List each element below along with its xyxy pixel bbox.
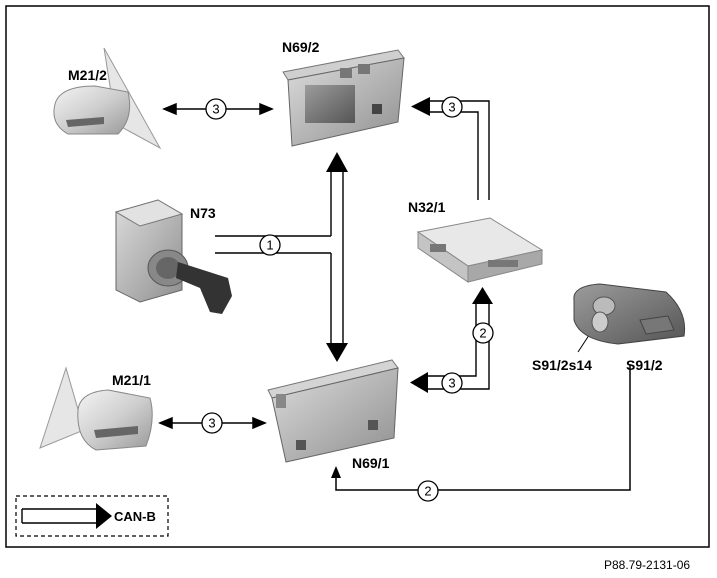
legend-can-b-arrow-icon xyxy=(21,503,112,529)
connection-2-marker: 2 xyxy=(417,480,439,502)
arrow-head-to-n32 xyxy=(472,287,493,304)
svg-text:2: 2 xyxy=(424,484,431,499)
svg-text:1: 1 xyxy=(266,238,273,253)
connection-3-marker: 3 xyxy=(201,412,223,434)
label-s91-2s14: S91/2s14 xyxy=(532,357,592,373)
control-unit-n32-1-illustration xyxy=(416,217,544,283)
control-unit-n69-2-illustration xyxy=(282,49,405,147)
svg-text:3: 3 xyxy=(448,376,455,391)
legend-can-b-label: CAN-B xyxy=(114,509,156,524)
connection-1-marker: 1 xyxy=(259,234,281,256)
connection-2-marker: 2 xyxy=(472,322,494,344)
label-s91-2: S91/2 xyxy=(626,357,663,373)
connection-3-marker: 3 xyxy=(205,98,227,120)
seat-switch-s91-2-illustration xyxy=(573,283,686,345)
label-m21-2: M21/2 xyxy=(68,67,107,83)
control-unit-n69-1-illustration xyxy=(267,359,399,463)
arrow-head-to-n69-2 xyxy=(326,152,348,172)
arrow-head-to-n69-1-right xyxy=(410,372,428,393)
label-n69-2: N69/2 xyxy=(282,39,320,55)
label-m21-1: M21/1 xyxy=(112,372,151,388)
connection-3-marker: 3 xyxy=(441,96,463,118)
svg-text:3: 3 xyxy=(448,100,455,115)
label-n69-1: N69/1 xyxy=(352,455,390,471)
legend-box: CAN-B xyxy=(15,495,169,537)
label-n73: N73 xyxy=(190,205,216,221)
arrow-head-to-n69-1-bottom xyxy=(331,466,341,478)
svg-text:3: 3 xyxy=(208,416,215,431)
figure-reference: P88.79-2131-06 xyxy=(604,558,690,572)
mirror-m21-1-illustration xyxy=(39,366,153,451)
connection-3-marker: 3 xyxy=(441,372,463,394)
ignition-switch-n73-illustration xyxy=(114,199,232,314)
label-n32-1: N32/1 xyxy=(408,199,446,215)
svg-text:2: 2 xyxy=(479,326,486,341)
link-s91-2-n69-1 xyxy=(335,365,631,491)
mirror-m21-2-illustration xyxy=(53,47,162,150)
svg-text:3: 3 xyxy=(212,102,219,117)
diagram-frame xyxy=(5,5,710,548)
can-bus-n73-trunk xyxy=(215,170,344,345)
arrow-head-to-n69-2-right xyxy=(411,97,430,116)
can-bus-n32-to-n69-2 xyxy=(430,100,490,200)
arrow-head-to-n69-1 xyxy=(326,343,348,362)
